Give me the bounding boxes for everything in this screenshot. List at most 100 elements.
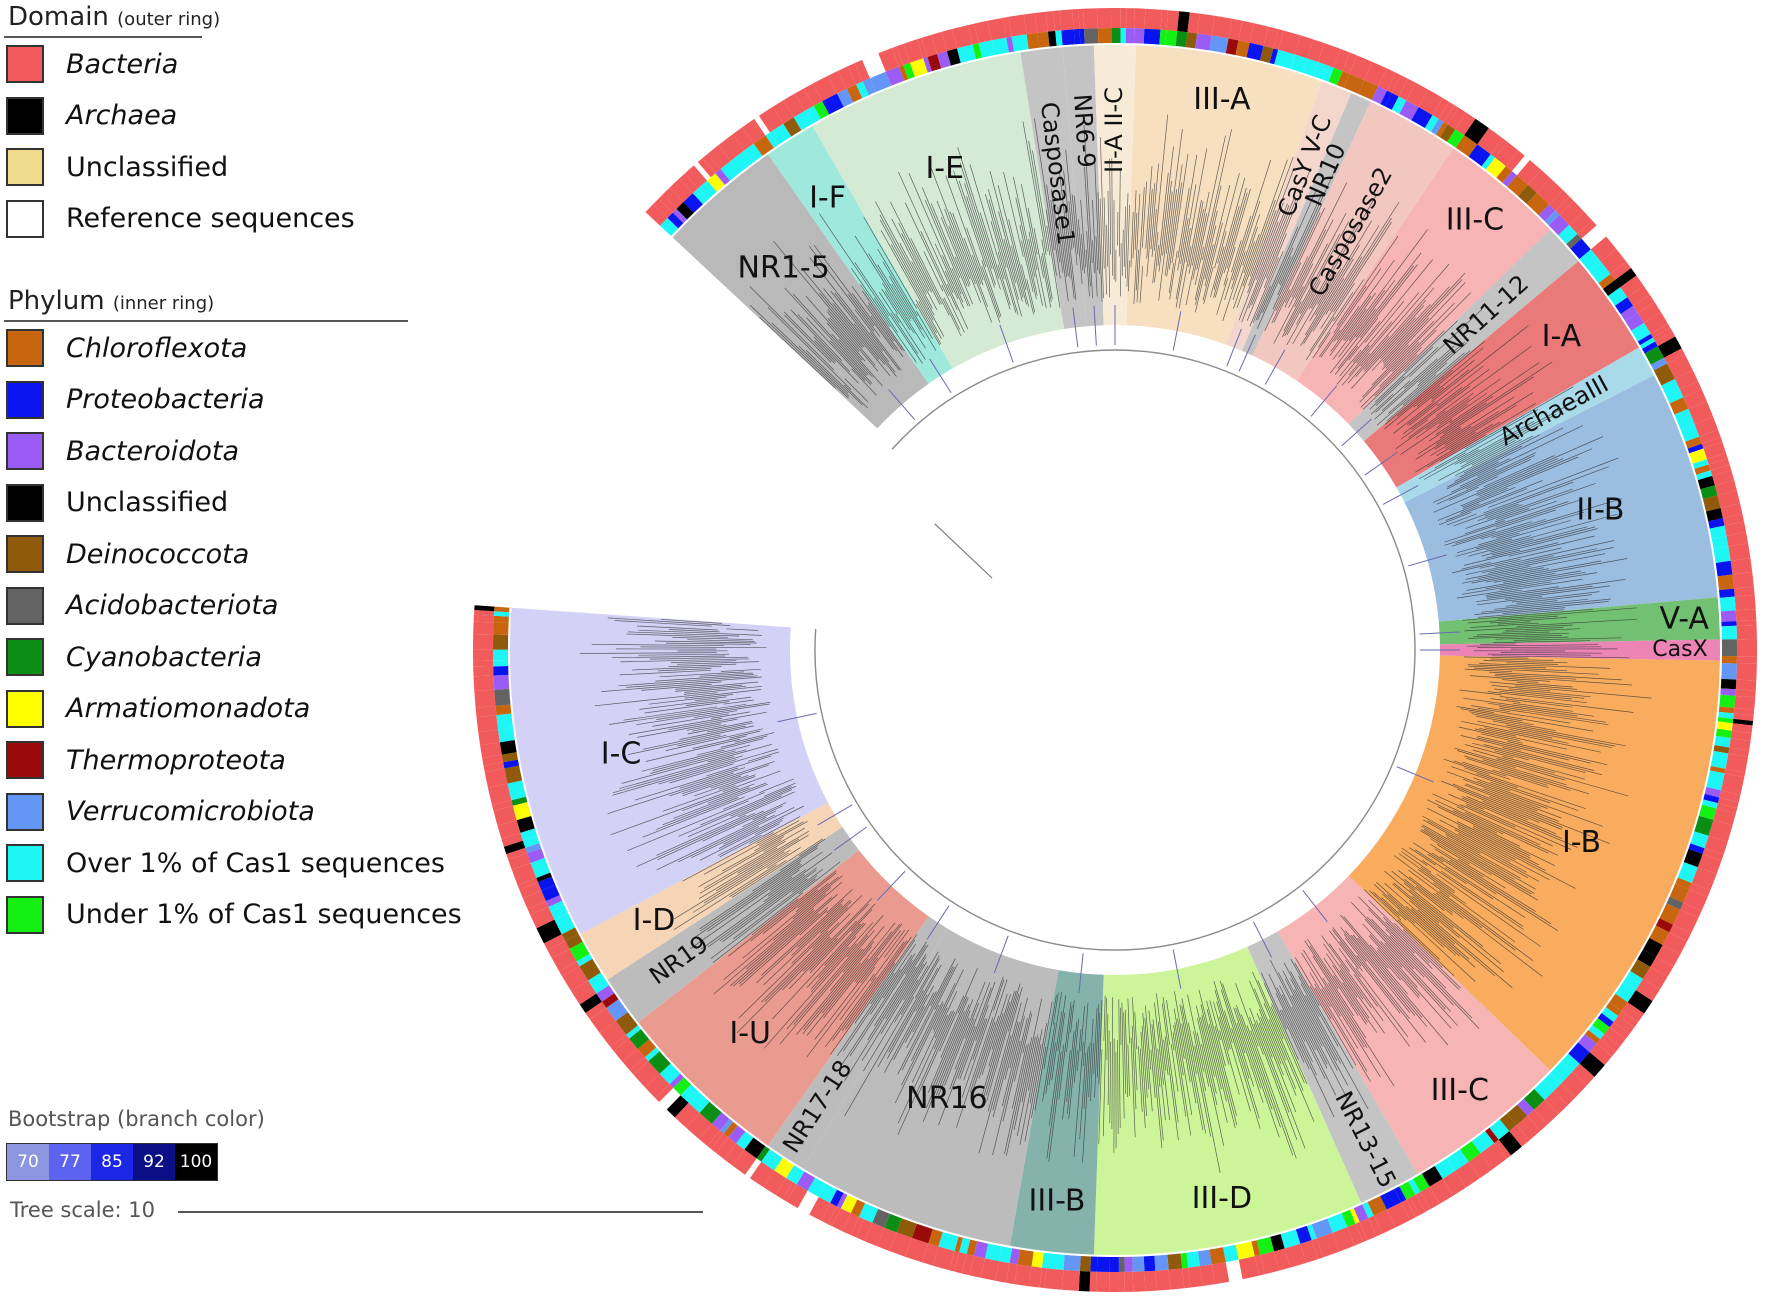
domain-ring-segment bbox=[1097, 8, 1112, 29]
phylum-ring-segment bbox=[1719, 596, 1736, 612]
domain-ring-segment bbox=[1736, 656, 1757, 664]
phylum-ring-segment bbox=[1721, 639, 1737, 657]
clade-wedge-iii-d bbox=[1093, 946, 1362, 1256]
domain-ring-segment bbox=[1443, 105, 1459, 125]
domain-ring-segment bbox=[1053, 10, 1062, 31]
phylum-ring-segment bbox=[1674, 408, 1695, 430]
clade-label-i-f: I-F bbox=[809, 180, 846, 215]
domain-ring-segment bbox=[1736, 620, 1757, 626]
phylum-ring-segment bbox=[744, 143, 763, 163]
domain-ring-segment bbox=[1717, 797, 1739, 809]
phylum-ring-segment bbox=[1649, 925, 1670, 945]
phylum-ring-segment bbox=[1073, 29, 1081, 45]
domain-ring-segment bbox=[1144, 1270, 1157, 1292]
tree-scale-label: Tree scale: 10 bbox=[10, 1198, 156, 1222]
phylum-ring-segment bbox=[501, 752, 518, 763]
domain-ring-segment bbox=[1726, 532, 1749, 547]
clade-stem-branch bbox=[1172, 311, 1182, 351]
domain-ring-segment bbox=[954, 1252, 967, 1274]
domain-ring-segment bbox=[1211, 15, 1233, 39]
domain-ring-segment bbox=[1378, 68, 1396, 91]
clade-label-iii-c: III-C bbox=[1431, 1073, 1489, 1108]
domain-ring-segment bbox=[698, 1123, 721, 1146]
phylum-ring-segment bbox=[511, 796, 528, 806]
domain-ring-segment bbox=[1078, 1271, 1091, 1292]
phylum-ring-segment bbox=[554, 913, 576, 935]
phylum-ring-segment bbox=[885, 66, 905, 86]
domain-ring-segment bbox=[1044, 1268, 1064, 1290]
domain-ring-segment bbox=[803, 83, 823, 106]
clade-wedge-iii-c bbox=[1277, 875, 1551, 1174]
domain-ring-segment bbox=[1572, 1063, 1595, 1086]
phylum-ring-segment bbox=[715, 169, 731, 185]
phylum-ring-segment bbox=[1601, 1007, 1618, 1022]
phylum-swatch bbox=[6, 329, 44, 367]
phylum-ring-segment bbox=[1637, 949, 1657, 967]
domain-ring-segment bbox=[1096, 1271, 1110, 1292]
domain-ring-segment bbox=[786, 1184, 808, 1209]
phylum-ring-segment bbox=[1209, 35, 1229, 54]
phylum-ring-segment bbox=[1489, 1119, 1510, 1140]
domain-ring-segment bbox=[1656, 944, 1681, 967]
phylum-ring-segment bbox=[522, 835, 540, 848]
phylum-ring-segment bbox=[1403, 1181, 1416, 1198]
phylum-ring-segment bbox=[1694, 815, 1714, 836]
phylum-ring-segment bbox=[530, 857, 551, 879]
domain-ring-segment bbox=[1536, 178, 1564, 205]
clade-label-iii-c: III-C bbox=[1446, 203, 1504, 238]
phylum-legend-item-cyanobacteria: Cyanobacteria bbox=[6, 636, 262, 678]
phylum-ring-segment bbox=[1109, 1256, 1119, 1272]
domain-ring-segment bbox=[724, 1143, 745, 1166]
domain-legend-rule bbox=[4, 36, 202, 38]
clade-stem-branch bbox=[1396, 766, 1434, 783]
phylum-ring-segment bbox=[862, 78, 876, 96]
domain-ring-segment bbox=[1527, 1109, 1548, 1131]
phylum-ring-segment bbox=[998, 1246, 1013, 1263]
domain-ring-segment bbox=[1438, 101, 1455, 123]
domain-ring-segment bbox=[473, 649, 494, 661]
phylum-ring-segment bbox=[991, 37, 1009, 56]
domain-ring-segment bbox=[1386, 1202, 1411, 1228]
phylum-ring-segment bbox=[1399, 100, 1419, 121]
phylum-ring-segment bbox=[1246, 42, 1264, 61]
domain-ring-segment bbox=[1468, 1153, 1493, 1179]
domain-ring-segment bbox=[1455, 112, 1476, 136]
phylum-ring-segment bbox=[1274, 49, 1295, 69]
phylum-ring-segment bbox=[884, 1213, 902, 1233]
domain-ring-segment bbox=[1490, 138, 1508, 158]
domain-ring-segment bbox=[476, 715, 499, 732]
domain-ring-segment bbox=[1725, 753, 1749, 773]
domain-ring-segment bbox=[1734, 594, 1756, 611]
phylum-ring-segment bbox=[1143, 28, 1161, 45]
clade-leaf-branches bbox=[1363, 656, 1652, 989]
phylum-ring-segment bbox=[667, 212, 684, 229]
domain-ring-segment bbox=[1347, 1223, 1364, 1246]
bootstrap-step-70: 70 bbox=[7, 1144, 49, 1180]
domain-ring-segment bbox=[1072, 9, 1080, 30]
domain-legend-item-reference-sequences: Reference sequences bbox=[6, 198, 355, 240]
domain-ring-segment bbox=[1126, 8, 1135, 29]
phylum-ring-segment bbox=[1328, 67, 1343, 86]
phylum-ring-segment bbox=[672, 208, 688, 224]
clade-stem-branch bbox=[888, 389, 916, 421]
clade-stem-branch bbox=[1093, 305, 1097, 346]
domain-ring-segment bbox=[1596, 1039, 1616, 1057]
domain-ring-segment bbox=[1733, 586, 1755, 597]
domain-label: Bacteria bbox=[66, 48, 179, 80]
phylum-ring-segment bbox=[493, 660, 509, 667]
phylum-ring-segment bbox=[527, 848, 545, 863]
phylum-ring-segment bbox=[1630, 959, 1651, 979]
phylum-ring-segment bbox=[1579, 249, 1601, 271]
domain-ring-segment bbox=[1722, 513, 1745, 526]
domain-ring-segment bbox=[610, 1034, 630, 1051]
domain-ring-segment bbox=[1187, 12, 1200, 34]
phylum-ring-segment bbox=[1720, 688, 1736, 696]
phylum-ring-segment bbox=[1701, 799, 1718, 809]
clade-wedge-nr17-18 bbox=[767, 916, 948, 1169]
bootstrap-step-92: 92 bbox=[133, 1144, 175, 1180]
domain-ring-segment bbox=[1111, 8, 1121, 29]
domain-ring-segment bbox=[782, 1181, 797, 1202]
phylum-ring-segment bbox=[872, 1208, 890, 1228]
domain-ring-segment bbox=[483, 762, 505, 773]
phylum-ring-segment bbox=[978, 40, 995, 58]
